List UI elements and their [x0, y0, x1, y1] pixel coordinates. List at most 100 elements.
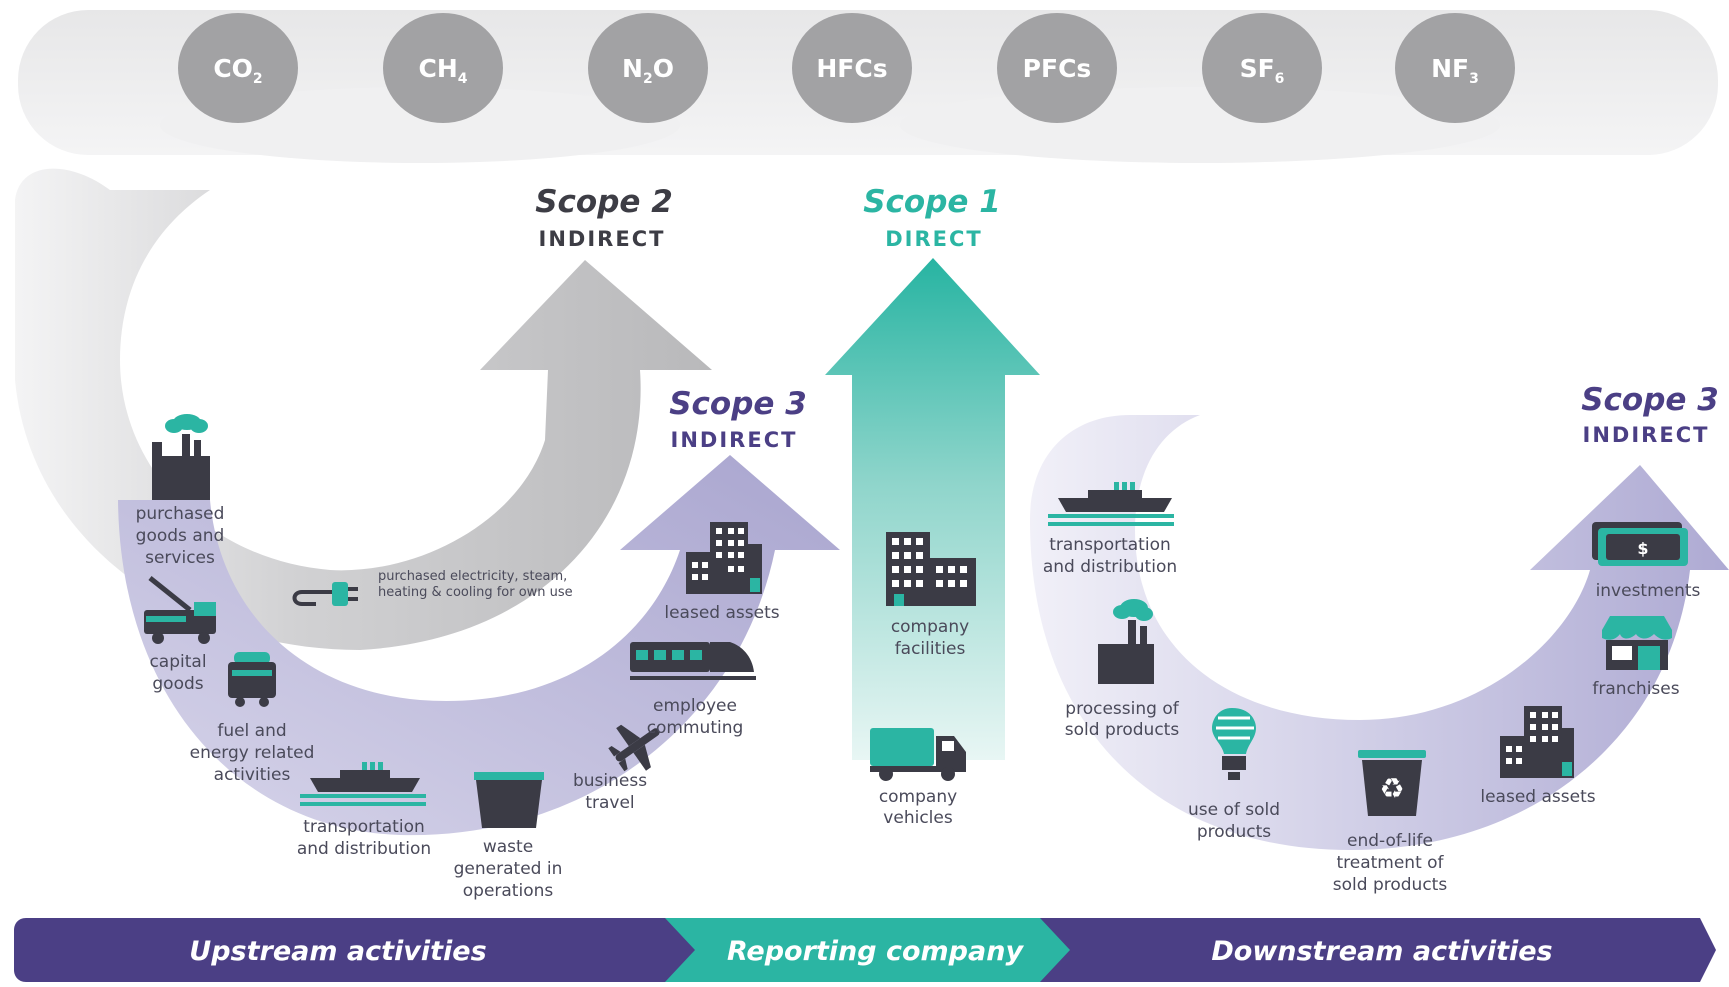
recycle-bin-icon: ♻ [1358, 750, 1426, 816]
scope3-downstream-subtitle: INDIRECT [1583, 423, 1710, 447]
band-downstream: Downstream activities [1211, 936, 1552, 967]
svg-text:processing of: processing of [1065, 699, 1179, 719]
fuel-cart-icon [228, 652, 276, 707]
crane-truck-icon [144, 576, 216, 644]
scope3-upstream-heading: Scope 3 INDIRECT [669, 386, 807, 452]
label-franchises: franchises [1592, 679, 1679, 699]
scope2-title: Scope 2 [535, 184, 673, 220]
label-use-of-sold: use of sold products [1188, 800, 1280, 842]
svg-text:goods: goods [152, 674, 203, 694]
svg-text:leased assets: leased assets [1480, 787, 1595, 807]
svg-text:generated in: generated in [454, 859, 563, 879]
scope3-upstream-arrow [118, 455, 840, 836]
svg-text:waste: waste [483, 837, 533, 857]
scope3-downstream-title: Scope 3 [1581, 382, 1719, 418]
gas-list: CO2 CH4 N2O HFCs PFCs SF6 NF3 [178, 13, 1515, 123]
svg-text:products: products [1197, 822, 1271, 842]
svg-text:heating & cooling for own use: heating & cooling for own use [378, 585, 573, 600]
gas-bubble: CO2 [178, 13, 298, 123]
gas-label: NF3 [1431, 54, 1479, 87]
gas-bubble: HFCs [792, 13, 912, 123]
gas-bubble: PFCs [997, 13, 1117, 123]
label-capital-goods: capital goods [149, 652, 206, 694]
svg-text:transportation: transportation [1049, 535, 1171, 555]
label-business-travel: business travel [573, 771, 647, 813]
svg-text:company: company [879, 787, 957, 807]
band-reporting: Reporting company [727, 936, 1025, 967]
label-waste: waste generated in operations [454, 837, 563, 901]
svg-text:activities: activities [214, 765, 291, 785]
company-building-icon [886, 532, 976, 606]
svg-text:energy related: energy related [190, 743, 315, 763]
scope1-title: Scope 1 [863, 184, 1001, 220]
label-company-vehicles: company vehicles [879, 787, 957, 828]
dumpster-icon [474, 772, 544, 828]
svg-text:vehicles: vehicles [883, 808, 953, 828]
building-icon [1500, 706, 1574, 778]
gas-label: HFCs [816, 54, 887, 83]
svg-text:goods and: goods and [136, 526, 225, 546]
gas-circle [997, 13, 1117, 123]
svg-text:end-of-life: end-of-life [1347, 831, 1433, 851]
svg-text:sold products: sold products [1065, 720, 1180, 740]
svg-text:use of sold: use of sold [1188, 800, 1280, 820]
svg-text:purchased: purchased [136, 504, 225, 524]
gas-bubble: N2O [588, 13, 708, 123]
svg-text:fuel and: fuel and [217, 721, 286, 741]
lightbulb-icon [1212, 708, 1256, 780]
ship-icon [300, 762, 426, 806]
svg-text:capital: capital [149, 652, 206, 672]
svg-text:purchased electricity, steam,: purchased electricity, steam, [378, 569, 567, 584]
gas-circle [1202, 13, 1322, 123]
shop-icon [1602, 616, 1672, 670]
label-electricity: purchased electricity, steam, heating & … [378, 569, 573, 600]
gas-label: PFCs [1023, 54, 1092, 83]
gas-circle [588, 13, 708, 123]
gas-circle [178, 13, 298, 123]
factory-icon [152, 414, 210, 500]
activity-band: Upstream activities Reporting company Do… [14, 918, 1716, 982]
truck-icon [870, 728, 966, 781]
scope1-arrow [825, 258, 1040, 760]
label-purchased-goods: purchased goods and services [136, 504, 225, 568]
gas-circle [792, 13, 912, 123]
svg-text:business: business [573, 771, 647, 791]
gas-label: CO2 [213, 54, 262, 87]
label-end-of-life: end-of-life treatment of sold products [1333, 831, 1448, 895]
svg-text:♻: ♻ [1379, 772, 1404, 805]
gas-circle [383, 13, 503, 123]
airplane-icon [608, 724, 660, 772]
scope2-subtitle: INDIRECT [539, 227, 666, 251]
label-investments: investments [1596, 581, 1701, 601]
svg-text:and distribution: and distribution [1043, 557, 1177, 577]
label-downstream-transport: transportation and distribution [1043, 535, 1177, 577]
dollar-sign: $ [1637, 539, 1648, 558]
svg-text:travel: travel [585, 793, 634, 813]
svg-text:transportation: transportation [303, 817, 425, 837]
plug-icon [292, 582, 358, 606]
label-fuel-energy: fuel and energy related activities [190, 721, 315, 785]
gas-bubble: CH4 [383, 13, 503, 123]
gas-bubble: SF6 [1202, 13, 1322, 123]
svg-text:leased assets: leased assets [664, 603, 779, 623]
scope3-upstream-subtitle: INDIRECT [671, 428, 798, 452]
svg-text:franchises: franchises [1592, 679, 1679, 699]
svg-text:and distribution: and distribution [297, 839, 431, 859]
gas-label: SF6 [1240, 54, 1285, 87]
label-upstream-transport: transportation and distribution [297, 817, 431, 859]
train-icon [630, 642, 756, 680]
scope3-downstream-heading: Scope 3 INDIRECT [1581, 382, 1719, 447]
gas-label: CH4 [418, 54, 467, 87]
building-icon [686, 522, 762, 594]
svg-text:treatment of: treatment of [1336, 853, 1444, 873]
ship-icon [1048, 482, 1174, 526]
svg-text:company: company [891, 617, 969, 637]
svg-text:sold products: sold products [1333, 875, 1448, 895]
label-downstream-leased-assets: leased assets [1480, 787, 1595, 807]
label-employee-commuting: employee commuting [647, 696, 744, 738]
gas-bubble: NF3 [1395, 13, 1515, 123]
scope2-heading: Scope 2 INDIRECT [535, 184, 673, 251]
svg-text:employee: employee [653, 696, 737, 716]
svg-text:facilities: facilities [895, 639, 966, 659]
